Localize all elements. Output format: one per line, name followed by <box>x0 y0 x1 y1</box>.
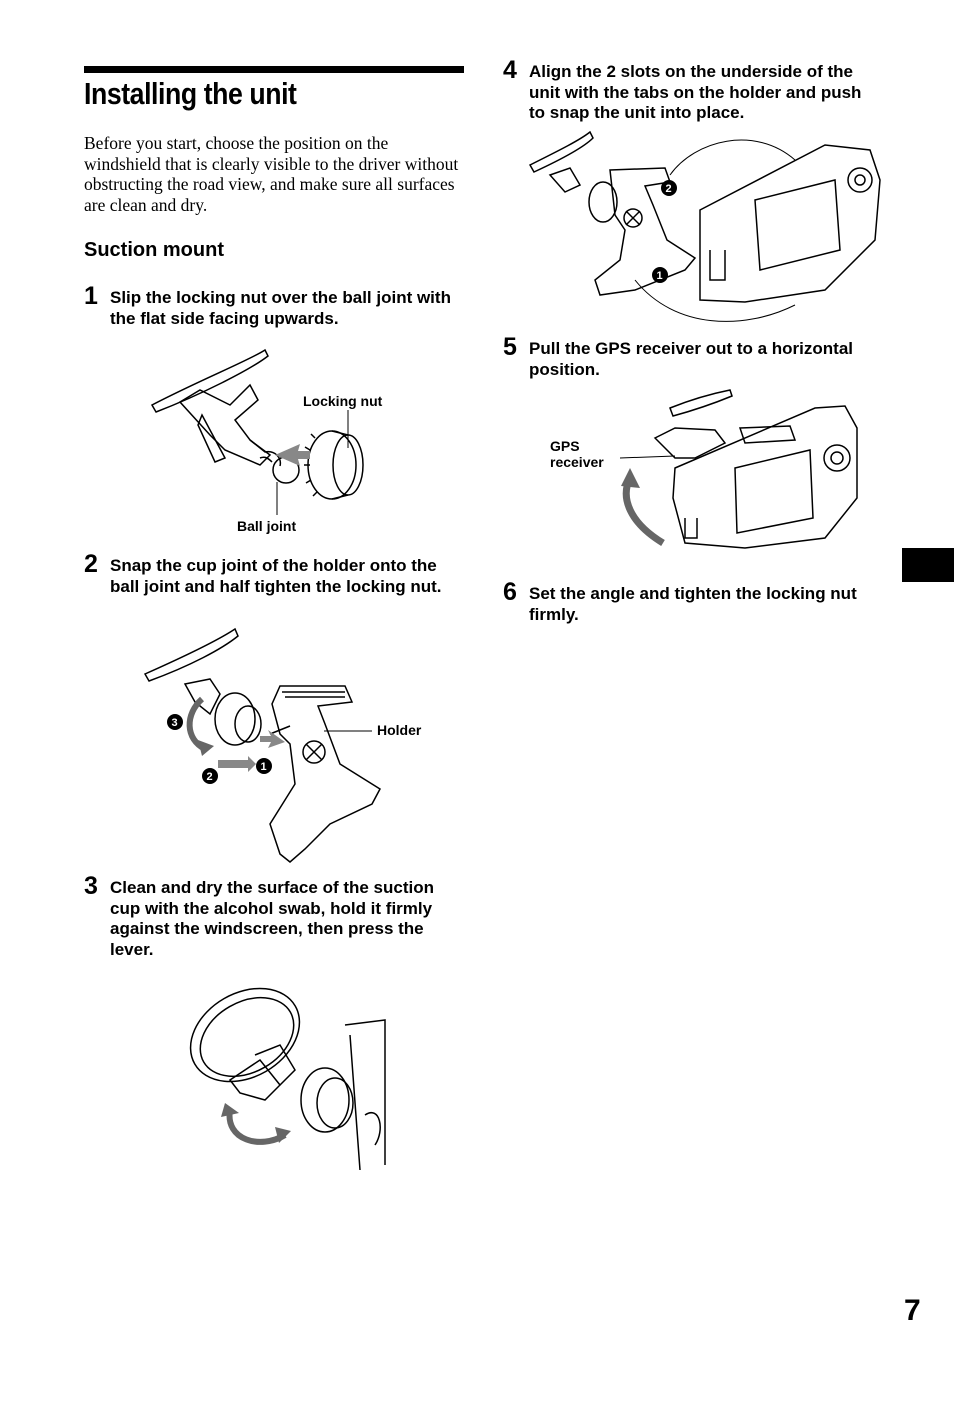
step-text: Align the 2 slots on the underside of th… <box>529 62 862 122</box>
label-gps-line1: GPS <box>550 438 580 454</box>
figure-locking-nut: Locking nut Ball joint <box>150 348 383 534</box>
step-number: 6 <box>503 578 517 606</box>
page-number: 7 <box>904 1294 921 1327</box>
step-number: 3 <box>84 872 98 900</box>
label-ball-joint: Ball joint <box>237 518 296 534</box>
step-number: 5 <box>503 333 517 361</box>
step-text: Set the angle and tighten the locking nu… <box>529 584 857 624</box>
step-text: Clean and dry the surface of the suction… <box>110 878 435 959</box>
step-number: 2 <box>84 550 98 578</box>
label-locking-nut: Locking nut <box>303 393 383 409</box>
badge-1: 1 <box>261 761 267 773</box>
badge-1: 1 <box>657 270 663 282</box>
step-text: Pull the GPS receiver out to a horizonta… <box>529 339 854 379</box>
badge-3: 3 <box>172 717 178 729</box>
title-rule <box>84 66 464 73</box>
badge-2: 2 <box>207 771 213 783</box>
label-gps-line2: receiver <box>550 454 604 470</box>
figure-suction-cup <box>189 987 386 1170</box>
step-text: Snap the cup joint of the holder onto th… <box>110 556 442 596</box>
section-heading: Suction mount <box>84 239 224 261</box>
figure-holder: Holder 3 2 1 <box>143 627 422 863</box>
intro-paragraph: Before you start, choose the position on… <box>84 133 459 215</box>
badge-2: 2 <box>666 183 672 195</box>
section-tab-marker <box>902 548 954 582</box>
page-title: Installing the unit <box>84 76 297 111</box>
figure-gps-receiver: GPS receiver <box>550 389 858 549</box>
step-number: 4 <box>503 56 517 84</box>
step-number: 1 <box>84 282 98 310</box>
figure-snap-unit: 2 1 <box>528 130 881 322</box>
step-text: Slip the locking nut over the ball joint… <box>110 288 451 328</box>
label-holder: Holder <box>377 722 422 738</box>
